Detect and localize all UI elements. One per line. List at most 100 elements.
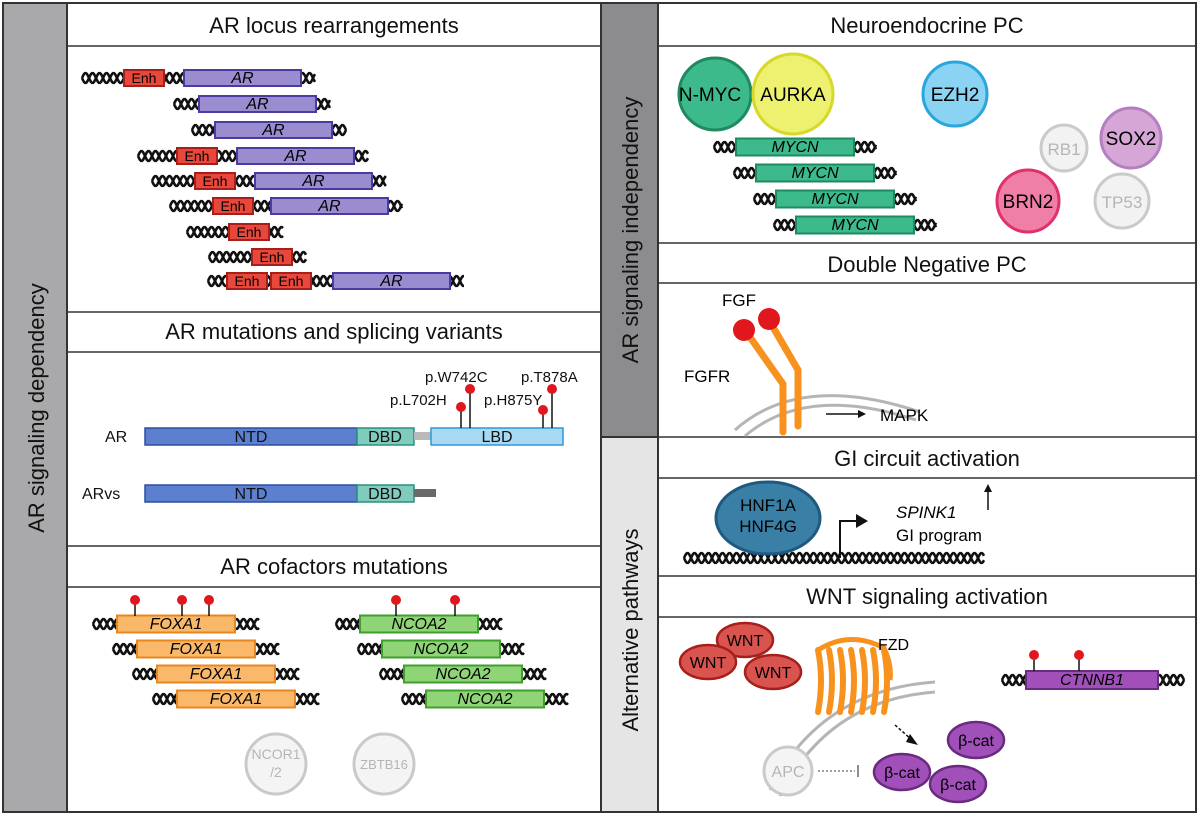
mycn-gene-row-3: MYCN bbox=[775, 189, 895, 209]
fzd-helix-5 bbox=[859, 647, 868, 715]
gi-dna-strand bbox=[682, 551, 986, 565]
fgf-label: FGF bbox=[722, 291, 756, 310]
ctnnb1-gene: CTNNB1 bbox=[1000, 650, 1186, 690]
fzd-label: FZD bbox=[878, 637, 909, 654]
panel-dividers bbox=[67, 45, 1196, 618]
arvs-label: ARvs bbox=[82, 486, 120, 503]
foxa1-mutation-1 bbox=[130, 595, 140, 616]
ar-label: AR bbox=[105, 429, 127, 446]
ntd-label: NTD bbox=[235, 429, 268, 446]
mapk-label: MAPK bbox=[880, 406, 929, 425]
mutation-t878a-label: p.T878A bbox=[521, 369, 578, 386]
mycn-gene-row-4-label: MYCN bbox=[831, 217, 879, 234]
ar-gene-row-2-label: AR bbox=[245, 96, 269, 113]
beta-catenin-3-label: β-cat bbox=[940, 777, 976, 794]
ncor-circle: NCOR1 /2 bbox=[244, 732, 308, 796]
foxa1-mutation-3 bbox=[204, 595, 214, 616]
fgf-ligand-2 bbox=[758, 308, 780, 330]
transcription-start-arrow bbox=[839, 514, 868, 558]
dbd-label: DBD bbox=[368, 429, 402, 446]
mutation-w742c-label: p.W742C bbox=[425, 369, 488, 386]
ncoa2-gene-row-2-label: NCOA2 bbox=[413, 641, 468, 658]
foxa1-gene-row-3-label: FOXA1 bbox=[190, 666, 242, 683]
mutation-h875y-label: p.H875Y bbox=[484, 392, 542, 409]
ncor-label-line2: /2 bbox=[270, 764, 282, 780]
ncoa2-mutation-2 bbox=[450, 595, 460, 616]
enhancer-row-6-1-label: Enh bbox=[221, 198, 246, 214]
fgf-ligand-1 bbox=[733, 319, 755, 341]
ncoa2-gene-row-2: NCOA2 bbox=[381, 639, 501, 659]
foxa1-gene-row-1-label: FOXA1 bbox=[150, 616, 202, 633]
enhancer-row-5-1-label: Enh bbox=[203, 173, 228, 189]
tp53-circle: TP53 bbox=[1093, 172, 1151, 230]
enhancer-row-7-1: Enh bbox=[228, 223, 270, 241]
left-sidebar-label: AR signaling dependency bbox=[24, 283, 49, 533]
ncoa2-gene-row-3-label: NCOA2 bbox=[435, 666, 490, 683]
ar-gene-row-4-label: AR bbox=[283, 148, 307, 165]
foxa1-mutation-2 bbox=[177, 595, 187, 616]
mutation-h875y-dot bbox=[538, 405, 548, 415]
ar-gene-row-9-label: AR bbox=[379, 273, 403, 290]
ar-gene-row-3-label: AR bbox=[261, 122, 285, 139]
ctnnb1-mutation-1 bbox=[1029, 650, 1039, 671]
ar-gene-row-2: AR bbox=[198, 95, 317, 113]
ncoa2-mutation-1 bbox=[391, 595, 401, 616]
fgfr-label: FGFR bbox=[684, 367, 730, 386]
mycn-amplification: MYCN MYCN MYCN MYCN bbox=[712, 137, 938, 235]
aurka-circle: AURKA bbox=[751, 52, 835, 136]
enhancer-row-8-1-label: Enh bbox=[260, 249, 285, 265]
mycn-gene-row-1-label: MYCN bbox=[771, 139, 819, 156]
ctnnb1-gene-box: CTNNB1 bbox=[1025, 670, 1159, 690]
fzd-helix-4 bbox=[848, 647, 857, 715]
wnt-ligand-3-label: WNT bbox=[755, 665, 792, 682]
arvs-domain-diagram: ARvs NTD DBD bbox=[82, 484, 436, 503]
ar-gene-row-4: AR bbox=[236, 147, 355, 165]
ctnnb1-mutation-2 bbox=[1074, 650, 1084, 671]
ar-gene-row-1: AR bbox=[183, 69, 302, 87]
nmyc-circle: N-MYC bbox=[677, 56, 753, 132]
enhancer-row-5-1: Enh bbox=[194, 172, 236, 190]
foxa1-gene-row-1: FOXA1 bbox=[116, 614, 236, 634]
enhancer-row-1-1-label: Enh bbox=[132, 70, 157, 86]
wnt-ligand-3: WNT bbox=[743, 653, 803, 691]
lbd-label: LBD bbox=[481, 429, 512, 446]
foxa1-gene-row-4-label: FOXA1 bbox=[210, 691, 262, 708]
fzd-helix-3 bbox=[837, 647, 846, 715]
enhancer-row-9-1-label: Enh bbox=[235, 273, 260, 289]
fzd-receptor bbox=[815, 637, 893, 715]
wnt-ligand-2-label: WNT bbox=[690, 655, 727, 672]
apc-label: APC bbox=[772, 764, 805, 781]
fgfr-chain-2 bbox=[766, 318, 802, 430]
fzd-loop bbox=[816, 637, 893, 681]
wnt-diagram: FZD WNT WNT WNT APC β-cat bbox=[678, 621, 1006, 804]
foxa1-gene-row-2: FOXA1 bbox=[136, 639, 256, 659]
mycn-gene-row-1: MYCN bbox=[735, 137, 855, 157]
right-sidebar-bottom: Alternative pathways bbox=[600, 436, 659, 813]
mycn-gene-row-2-label: MYCN bbox=[791, 165, 839, 182]
ctnnb1-gene-box-label: CTNNB1 bbox=[1060, 672, 1124, 689]
signal-arrow bbox=[894, 724, 918, 745]
right-sidebar-top-label: AR signaling independency bbox=[618, 97, 643, 364]
spink1-label: SPINK1 bbox=[896, 503, 956, 522]
mutation-l702h-dot bbox=[456, 402, 466, 412]
enhancer-row-7-1-label: Enh bbox=[237, 224, 262, 240]
ar-gene-row-3: AR bbox=[214, 121, 333, 139]
mycn-gene-row-2: MYCN bbox=[755, 163, 875, 183]
mutation-l702h-label: p.L702H bbox=[390, 392, 447, 409]
mutation-t878a-dot bbox=[547, 384, 557, 394]
zbtb16-circle: ZBTB16 bbox=[352, 732, 416, 796]
membrane-outer bbox=[734, 394, 921, 432]
fgfr-diagram: FGF FGFR MAPK bbox=[684, 291, 929, 438]
fzd-helix-2 bbox=[826, 647, 835, 715]
aurka-label: AURKA bbox=[760, 85, 826, 106]
ar-gene-row-6-label: AR bbox=[317, 198, 341, 215]
rb1-label: RB1 bbox=[1047, 140, 1080, 159]
brn2-circle: BRN2 bbox=[995, 168, 1061, 234]
ncoa2-gene-row-4-label: NCOA2 bbox=[457, 691, 512, 708]
beta-catenin-1-label: β-cat bbox=[958, 733, 994, 750]
hinge-region bbox=[414, 432, 431, 440]
wnt-title: WNT signaling activation bbox=[806, 584, 1048, 609]
gi-dna-helix bbox=[682, 551, 986, 565]
lbd-domain bbox=[430, 427, 564, 446]
